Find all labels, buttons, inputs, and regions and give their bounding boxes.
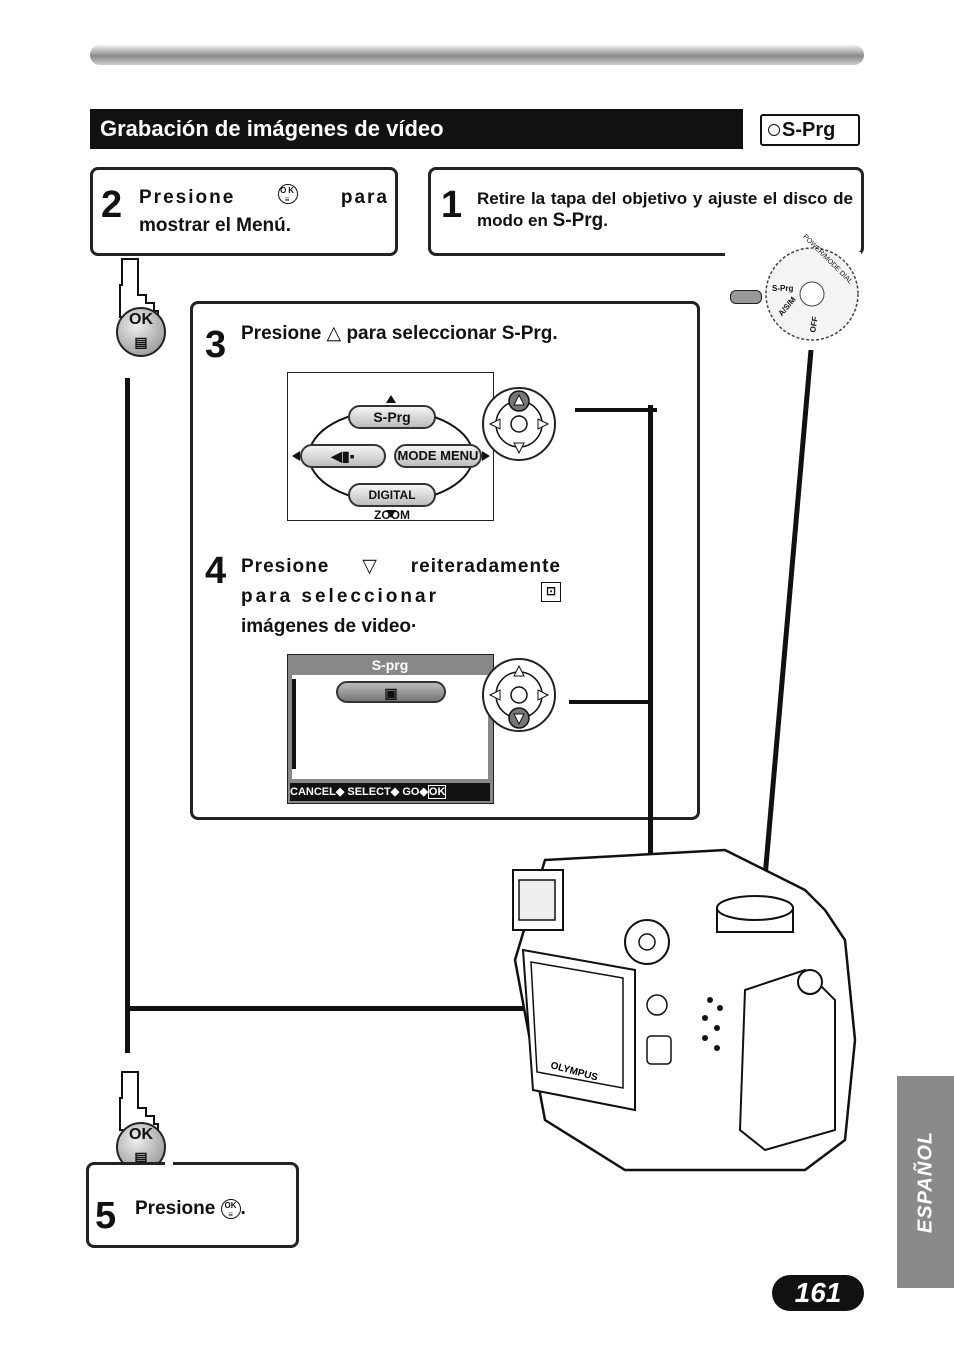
footer-go: GO (402, 786, 420, 798)
step1-text: Retire la tapa del objetivo y ajuste el … (477, 188, 853, 232)
step2-text-c: mostrar el Menú. (139, 215, 292, 236)
scrollbar[interactable] (292, 679, 296, 769)
step3-number: 3 (205, 324, 227, 366)
box-gap-2 (165, 1158, 173, 1168)
step1-box: 1 Retire la tapa del objetivo y ajuste e… (428, 167, 864, 256)
footer-select: SELECT (347, 786, 391, 798)
arrow-pad-icon-2 (488, 664, 550, 729)
dial-indicator (730, 290, 762, 304)
connector-line-left (125, 378, 130, 1053)
camera-illustration: OLYMPUS (512, 848, 857, 1172)
arrow-pad-down-pressed (482, 658, 556, 732)
down-triangle-icon: ▽ (362, 556, 378, 577)
menu-screen-2: S-prg ▣ CANCEL◆ SELECT◆ GO◆OK (287, 654, 494, 804)
quick-view-icon: ◀▮▪ (331, 448, 355, 464)
dial-pos-sprg: S-Prg (772, 284, 794, 293)
menu-option-quick[interactable]: ◀▮▪ (300, 444, 386, 468)
menu-option-digital-zoom[interactable]: DIGITAL ZOOM (348, 483, 436, 522)
step2-text: Presione OK≡ para mostrar el Menú. (139, 184, 389, 240)
arrow-icon: ◆ (335, 786, 345, 798)
step4-number: 4 (205, 550, 227, 592)
up-triangle-icon: △ (326, 323, 342, 344)
steps-3-4-box: 3 Presione △ para seleccionar S-Prg. S-P… (190, 301, 700, 820)
mode-dial[interactable]: S-Prg A/S/M OFF POWER/MODE DIAL (762, 233, 862, 344)
screen2-footer: CANCEL◆ SELECT◆ GO◆OK (290, 783, 490, 801)
step3-text: Presione △ para seleccionar S-Prg. (241, 320, 558, 348)
step5-text: Presione OK≡. (135, 1195, 246, 1223)
step1-text-c: . (603, 211, 608, 230)
updown-icon: ◆ (390, 786, 400, 798)
connector-pad1 (575, 408, 657, 412)
step5-number: 5 (95, 1195, 117, 1237)
ok-menu-icon: OK≡ (278, 184, 299, 204)
movie-option[interactable]: ▣ (336, 681, 446, 703)
language-tab: ESPAÑOL (897, 1076, 954, 1288)
arrow-pad-icon (488, 390, 550, 455)
step3-text-a: Presione (241, 323, 322, 344)
step5-text-b: . (240, 1198, 246, 1219)
step4-text-c: para seleccionar (241, 586, 439, 607)
ok-button-label: OK (129, 311, 153, 328)
step2-text-a: Presione (139, 187, 236, 208)
hand-press-ok-top: OK ▤ (112, 255, 172, 365)
step2-box: 2 Presione OK≡ para mostrar el Menú. (90, 167, 398, 256)
menu-icon-2: ▤ (134, 1149, 148, 1165)
step2-number: 2 (101, 184, 123, 226)
step4-text-d: imágenes de video (241, 616, 412, 637)
ok-button[interactable]: OK ▤ (116, 307, 166, 357)
movie-icon: ⊡ (541, 582, 561, 602)
footer-ok: OK (427, 785, 447, 799)
circle-icon (768, 124, 780, 136)
connector-line-right (648, 405, 653, 910)
connector-line-bottom (128, 1006, 648, 1011)
ok-button-label-2: OK (129, 1126, 153, 1143)
mode-badge: S-Prg (760, 114, 860, 146)
screen2-title: S-prg (371, 657, 409, 673)
step1-text-a: Retire la tapa del objetivo y ajuste el … (477, 189, 853, 230)
menu-option-sprg[interactable]: S-Prg (348, 405, 436, 429)
top-decorative-bar (90, 45, 864, 65)
step5-text-a: Presione (135, 1198, 216, 1219)
dial-connector (760, 350, 814, 901)
hand-icon-2 (119, 1071, 159, 1131)
menu-option-mode-menu[interactable]: MODE MENU (394, 444, 482, 468)
step4-text-a: Presione (241, 556, 330, 577)
ok-menu-icon-2: OK≡ (220, 1198, 241, 1219)
step2-text-b: para (340, 187, 389, 208)
screen2-body: ▣ (292, 675, 488, 779)
step4-text-b: reiteradamente (410, 556, 561, 577)
connector-pad2 (569, 700, 651, 704)
mode-dial-icon (765, 247, 859, 341)
mode-badge-label: S-Prg (782, 119, 836, 141)
step1-number: 1 (441, 184, 463, 226)
language-tab-label: ESPAÑOL (914, 1130, 936, 1234)
page-number: 161 (772, 1275, 864, 1311)
footer-cancel: CANCEL (290, 786, 336, 798)
section-title: Grabación de imágenes de vídeo (90, 109, 743, 149)
step4-text: Presione ▽ reiteradamente para seleccion… (241, 552, 561, 642)
step5-box: 5 Presione OK≡. (86, 1162, 299, 1248)
step4-dot: · (411, 616, 418, 637)
menu-icon: ▤ (134, 334, 148, 350)
movie-option-icon: ▣ (384, 685, 398, 701)
go-arrow-icon: ◆ (419, 786, 428, 798)
step1-text-b: S-Prg (552, 210, 604, 231)
arrow-pad-up-pressed (482, 387, 556, 461)
step3-text-b: para seleccionar S-Prg. (346, 323, 558, 344)
menu-screen-1: S-Prg ◀▮▪ MODE MENU DIGITAL ZOOM (287, 372, 494, 522)
